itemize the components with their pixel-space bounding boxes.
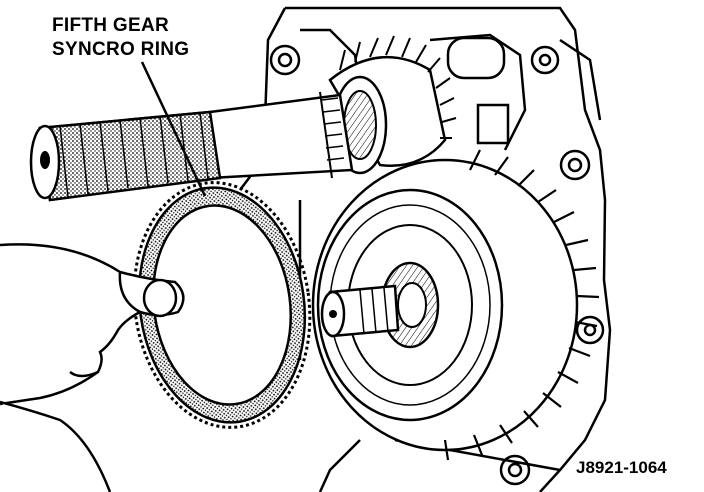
callout-line-1: FIFTH GEAR bbox=[52, 15, 169, 36]
upper-fifth-gear bbox=[328, 35, 457, 175]
figure-id: J8921-1064 bbox=[576, 458, 667, 477]
synchro-ring-callout: FIFTH GEAR SYNCRO RING bbox=[52, 14, 189, 62]
main-shaft bbox=[29, 91, 354, 202]
hand bbox=[0, 243, 185, 492]
callout-leader-line bbox=[140, 61, 207, 197]
lower-gear bbox=[311, 149, 600, 461]
output-shaft-stub bbox=[320, 284, 400, 338]
synchro-ring bbox=[132, 181, 312, 429]
callout-line-2: SYNCRO RING bbox=[52, 39, 190, 60]
